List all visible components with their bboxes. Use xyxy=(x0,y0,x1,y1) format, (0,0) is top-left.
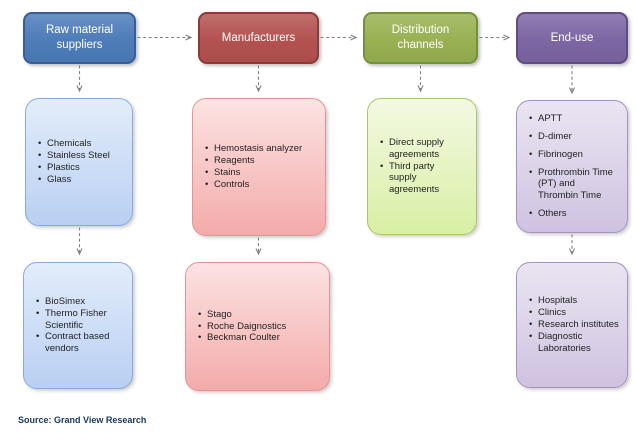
list-item: Prothrombin Time (PT) and Thrombin Time xyxy=(529,167,614,203)
list-item: Hemostasis analyzer xyxy=(205,143,302,155)
list-item: Controls xyxy=(205,179,302,191)
list-item: Direct supply agreements xyxy=(380,137,460,161)
bullet-list: Hemostasis analyzer Reagents Stains Cont… xyxy=(193,143,308,191)
list-item: BioSimex xyxy=(36,296,126,308)
list-item: Clinics xyxy=(529,307,621,319)
list-item: Fibrinogen xyxy=(529,149,614,161)
manufacturer-products-list-box: Hemostasis analyzer Reagents Stains Cont… xyxy=(192,98,326,236)
list-item: Stago xyxy=(198,309,286,321)
header-end-use: End-use xyxy=(516,12,628,64)
list-item: Glass xyxy=(38,174,110,186)
header-label: End-use xyxy=(550,31,594,44)
list-item: Plastics xyxy=(38,162,110,174)
list-item: D-dimer xyxy=(529,131,614,143)
bullet-list: BioSimex Thermo Fisher Scientific Contra… xyxy=(24,296,132,356)
source-attribution: Source: Grand View Research xyxy=(18,415,147,425)
header-manufacturers: Manufacturers xyxy=(198,12,319,64)
header-distribution-channels: Distribution channels xyxy=(363,12,478,64)
list-item: Reagents xyxy=(205,155,302,167)
distribution-agreements-list-box: Direct supply agreements Third party sup… xyxy=(367,98,477,235)
bullet-list: Stago Roche Daignostics Beckman Coulter xyxy=(186,309,292,345)
enduse-facilities-list-box: Hospitals Clinics Research institutes Di… xyxy=(516,262,628,388)
list-item: Contract based vendors xyxy=(36,331,126,355)
header-label: Raw material suppliers xyxy=(45,24,114,51)
list-item: Chemicals xyxy=(38,138,110,150)
bullet-list: Hospitals Clinics Research institutes Di… xyxy=(517,295,627,355)
enduse-tests-list-box: APTT D-dimer Fibrinogen Prothrombin Time… xyxy=(516,100,628,233)
list-item: APTT xyxy=(529,113,614,125)
list-item: Thermo Fisher Scientific xyxy=(36,308,126,332)
list-item: Roche Daignostics xyxy=(198,321,286,333)
header-label: Manufacturers xyxy=(221,31,296,44)
bullet-list: Direct supply agreements Third party sup… xyxy=(368,137,476,197)
manufacturer-companies-list-box: Stago Roche Daignostics Beckman Coulter xyxy=(185,262,330,391)
raw-materials-list-box: Chemicals Stainless Steel Plastics Glass xyxy=(25,98,133,226)
list-item: Third party supply agreements xyxy=(380,161,460,197)
list-item: Research institutes xyxy=(529,319,621,331)
header-raw-material-suppliers: Raw material suppliers xyxy=(23,12,136,64)
list-item: Stainless Steel xyxy=(38,150,110,162)
list-item: Stains xyxy=(205,167,302,179)
list-item: Others xyxy=(529,208,614,220)
supplier-vendors-list-box: BioSimex Thermo Fisher Scientific Contra… xyxy=(23,262,133,389)
bullet-list: Chemicals Stainless Steel Plastics Glass xyxy=(26,138,116,186)
list-item: Hospitals xyxy=(529,295,621,307)
list-item: Diagnostic Laboratories xyxy=(529,331,621,355)
header-label: Distribution channels xyxy=(391,24,450,51)
bullet-list: APTT D-dimer Fibrinogen Prothrombin Time… xyxy=(517,113,627,221)
list-item: Beckman Coulter xyxy=(198,332,286,344)
